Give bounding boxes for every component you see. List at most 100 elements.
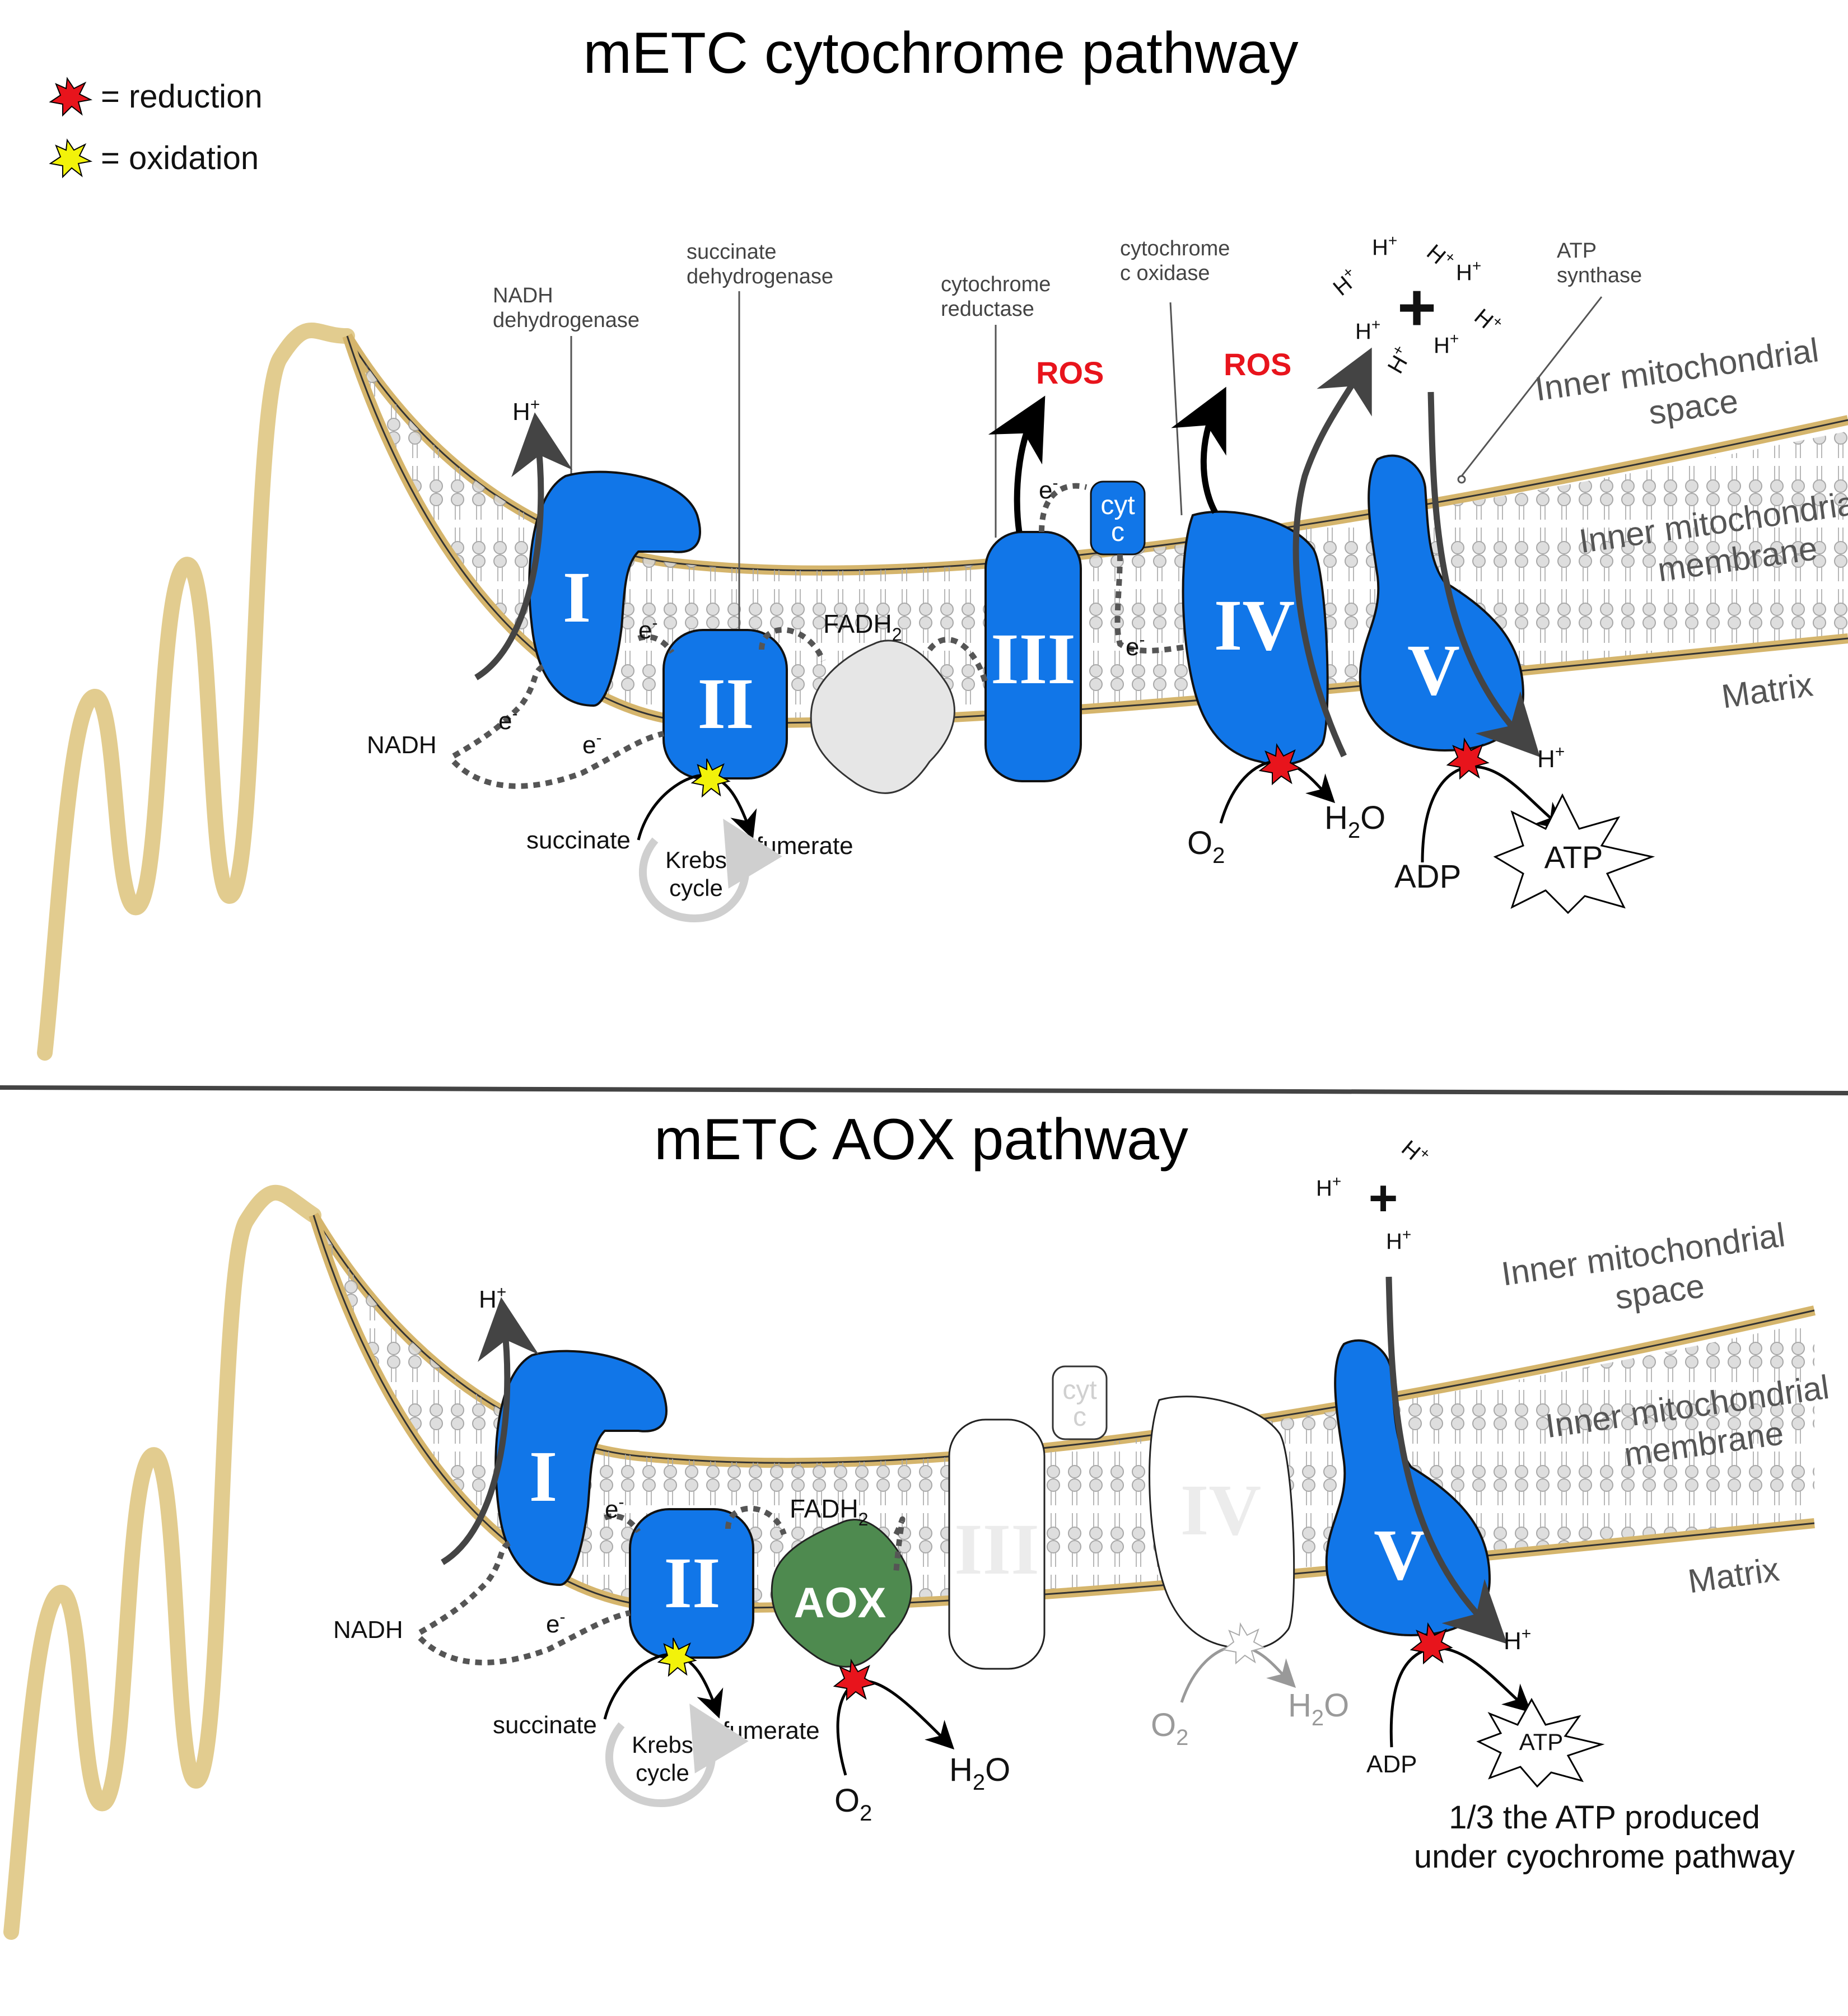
svg-text:H+: H+ [1422,237,1459,275]
bottom-cyt-label-1: cyt [1062,1375,1096,1405]
bottom-complex-iii-faded: III [948,1418,1046,1670]
atp-synthase-label-1: ATP [1557,239,1597,263]
bottom-complex-iii-label: III [954,1509,1039,1590]
bottom-cyt-c-faded: cyt c [1052,1365,1108,1440]
cytochrome-reductase-label-2: reductase [941,297,1034,321]
cytochrome-reductase-label-1: cytochrome [941,273,1051,296]
top-title: mETC cytochrome pathway [583,21,1298,86]
nadh-dehydrogenase-label-1: NADH [493,284,553,307]
cytochrome-c-oxidase-label-2: c oxidase [1120,262,1210,285]
top-o2-label: O2 [1187,825,1225,868]
top-complex-ii-label: II [697,664,754,744]
top-succinate-arrow [637,774,757,841]
bottom-cyt-label-2: c [1073,1402,1086,1432]
top-electron-label-5: e- [1126,631,1145,661]
bottom-big-plus: + [1369,1170,1398,1226]
top-electron-label-4: e- [1039,474,1058,504]
bottom-outer-membrane-squiggle [3,1184,321,1940]
cytochrome-c-oxidase-label-1: cytochrome [1120,237,1230,260]
top-cyt-c: cyt c [1090,480,1146,556]
top-enzyme-labels: NADH dehydrogenase succinate dehydrogena… [493,237,1642,633]
legend: = reduction = oxidation [49,77,263,179]
bottom-reduction-star-aox-icon [833,1658,876,1701]
top-proton-arrow-i [474,412,573,680]
bottom-krebs-label-2: cycle [636,1760,689,1786]
bottom-succinate-arrow [603,1653,724,1720]
top-ros-arrow-iv [1171,386,1226,514]
legend-oxidation-label: = oxidation [101,140,259,176]
top-fadh2-label: FADH2 [823,609,902,645]
svg-text:H+: H+ [1386,1226,1411,1254]
top-electron-label-2: e- [582,729,601,759]
bottom-complex-v: V [1325,1339,1491,1637]
top-electron-label-1: e- [498,704,517,735]
bottom-atp-label: ATP [1519,1729,1564,1755]
bottom-oxidation-star-icon [657,1637,697,1677]
top-atp-burst [1493,793,1655,914]
bottom-electron-label-2: e- [605,1493,624,1523]
bottom-complex-iv-faded: IV [1149,1396,1295,1651]
top-atp-label: ATP [1544,839,1603,875]
bottom-title: mETC AOX pathway [654,1107,1188,1172]
bottom-atp-burst [1476,1697,1605,1788]
bottom-complex-ii-label: II [664,1543,720,1623]
bottom-faded-o2-arrow [1180,1645,1296,1703]
nadh-dehydrogenase-label-2: dehydrogenase [493,309,640,332]
bottom-reduction-star-v-icon [1410,1622,1453,1665]
bottom-complex-iv-label: IV [1180,1470,1261,1551]
svg-text:H+: H+ [1434,330,1459,358]
top-complex-iv: IV [1182,510,1329,766]
bottom-aox-h2o-label: H2O [949,1752,1010,1795]
top-reduction-star-iv-icon [1258,743,1302,786]
bottom-complex-v-label: V [1374,1515,1426,1595]
svg-text:H+: H+ [1327,263,1364,301]
top-krebs-cycle-arrow [638,818,782,923]
top-complex-iii-label: III [991,619,1076,699]
top-electron-paths [451,483,1188,789]
top-proton-cluster: H+ H+ H+ H+ H+ H+ H+ H+ + [1327,232,1508,378]
top-cyt-label-2: c [1111,517,1124,547]
top-matrix-label: Matrix [1719,665,1815,715]
top-adp-label: ADP [1394,858,1461,895]
legend-reduction-label: = reduction [101,78,263,115]
top-proton-arrow-v [1427,391,1541,758]
bottom-aox-o2-label: O2 [834,1782,872,1826]
svg-text:H+: H+ [1372,232,1397,260]
bottom-fadh2-label: FADH2 [790,1494,868,1529]
bottom-nadh-label: NADH [333,1616,403,1644]
top-cyt-label-1: cyt [1100,491,1135,520]
top-h2o-label: H2O [1324,800,1385,843]
bottom-adp-label: ADP [1366,1751,1417,1778]
bottom-aox-o2-arrow [836,1679,955,1776]
top-gray-complex [810,640,955,794]
top-big-plus: + [1397,270,1436,345]
top-succinate-label: succinate [526,827,631,854]
bottom-aox-label: AOX [794,1579,886,1627]
bottom-faded-star-icon [1222,1622,1266,1665]
top-outer-membrane-squiggle [37,323,355,1061]
bottom-proton-label-v: H+ [1504,1625,1531,1655]
top-proton-label-v: H+ [1537,743,1565,773]
svg-text:H+: H+ [1355,316,1380,344]
bottom-electron-paths [418,1505,906,1665]
top-region-labels: Inner mitochondrial space Inner mitochon… [1533,331,1848,715]
top-complex-i-label: I [563,557,591,638]
bottom-complex-i-label: I [529,1436,558,1517]
succinate-dehydrogenase-label-2: dehydrogenase [687,265,833,288]
reduction-star-icon [49,77,93,117]
top-reduction-star-v-icon [1446,737,1490,780]
bottom-electron-label-1: e- [546,1608,565,1638]
svg-text:H+: H+ [1456,257,1481,285]
top-ros-arrow-iii [988,395,1046,533]
succinate-dehydrogenase-label-1: succinate [687,240,777,264]
top-krebs-label-1: Krebs [665,847,727,873]
top-complex-iii: III [984,531,1082,782]
top-complex-v-label: V [1407,630,1460,711]
svg-text:H+: H+ [1397,1133,1434,1171]
svg-text:H+: H+ [1469,302,1507,339]
svg-text:H+: H+ [1316,1173,1341,1201]
bottom-faded-o2-label: O2 [1151,1707,1188,1750]
top-nadh-label: NADH [367,731,437,759]
bottom-faded-h2o-label: H2O [1288,1687,1349,1730]
